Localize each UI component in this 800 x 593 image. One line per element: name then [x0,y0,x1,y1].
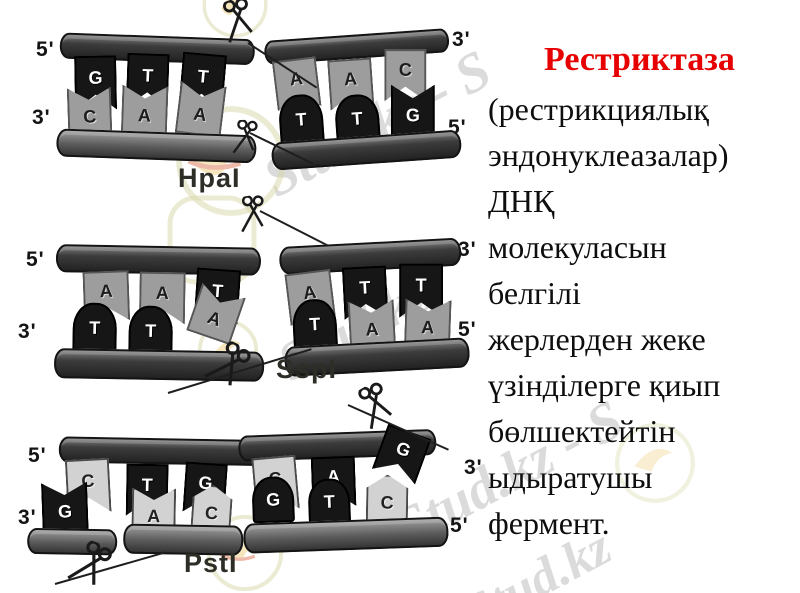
strand-end-label: 3' [18,506,37,529]
paragraph-line: фермент. [488,505,610,541]
strand-end-label: 3' [32,106,51,129]
paragraph-line: жерлерден жеке [488,321,706,357]
scissors-icon [67,540,112,585]
strand-end-label: 5' [450,514,469,537]
dna-strand [242,516,449,554]
scissors-icon [204,341,251,386]
scissors-icon [232,119,258,154]
enzyme-label-hpai: HpaI [178,163,241,193]
paragraph-line: эндонуклеазалар) [488,137,729,173]
paragraph-line: бөлшектейтін [488,413,676,449]
strand-end-label: 3' [18,320,37,343]
base-flag: G [41,482,89,532]
strand-end-label: 5' [26,248,45,271]
base-flag: C [384,49,426,101]
base-flag: C [366,474,409,523]
dna-fragment-right: C A G G T C [236,420,461,568]
paragraph-line: ыдыратушы [488,459,653,495]
base-flag: G [251,475,295,524]
strand-end-label: 5' [28,444,47,467]
scissors-icon [358,382,393,429]
strand-end-label: 5' [458,318,477,341]
strand-end-label: 3' [464,456,483,479]
scissors-icon [223,0,253,43]
paragraph-line: белгілі [488,275,581,311]
scissors-icon [241,195,264,233]
base-flag: G [391,85,435,137]
paragraph-line: ДНҚ [488,183,555,219]
strand-end-label: 5' [36,38,55,61]
paragraph-line: молекуласын [488,229,667,265]
enzyme-label-sspi: SspI [276,354,338,384]
slide-title: Рестриктаза [544,41,735,78]
paragraph-line: үзінділерге қиып [488,367,721,403]
base-flag: T [72,302,118,354]
strand-end-label: 3' [452,28,471,51]
strand-end-label: 3' [458,238,477,261]
enzyme-label-psti: PstI [184,548,238,578]
base-flag: T [307,477,352,526]
text-block: Рестриктаза (рестрикциялық эндонуклеазал… [488,40,800,546]
paragraph-line: (рестрикциялық [488,91,709,127]
